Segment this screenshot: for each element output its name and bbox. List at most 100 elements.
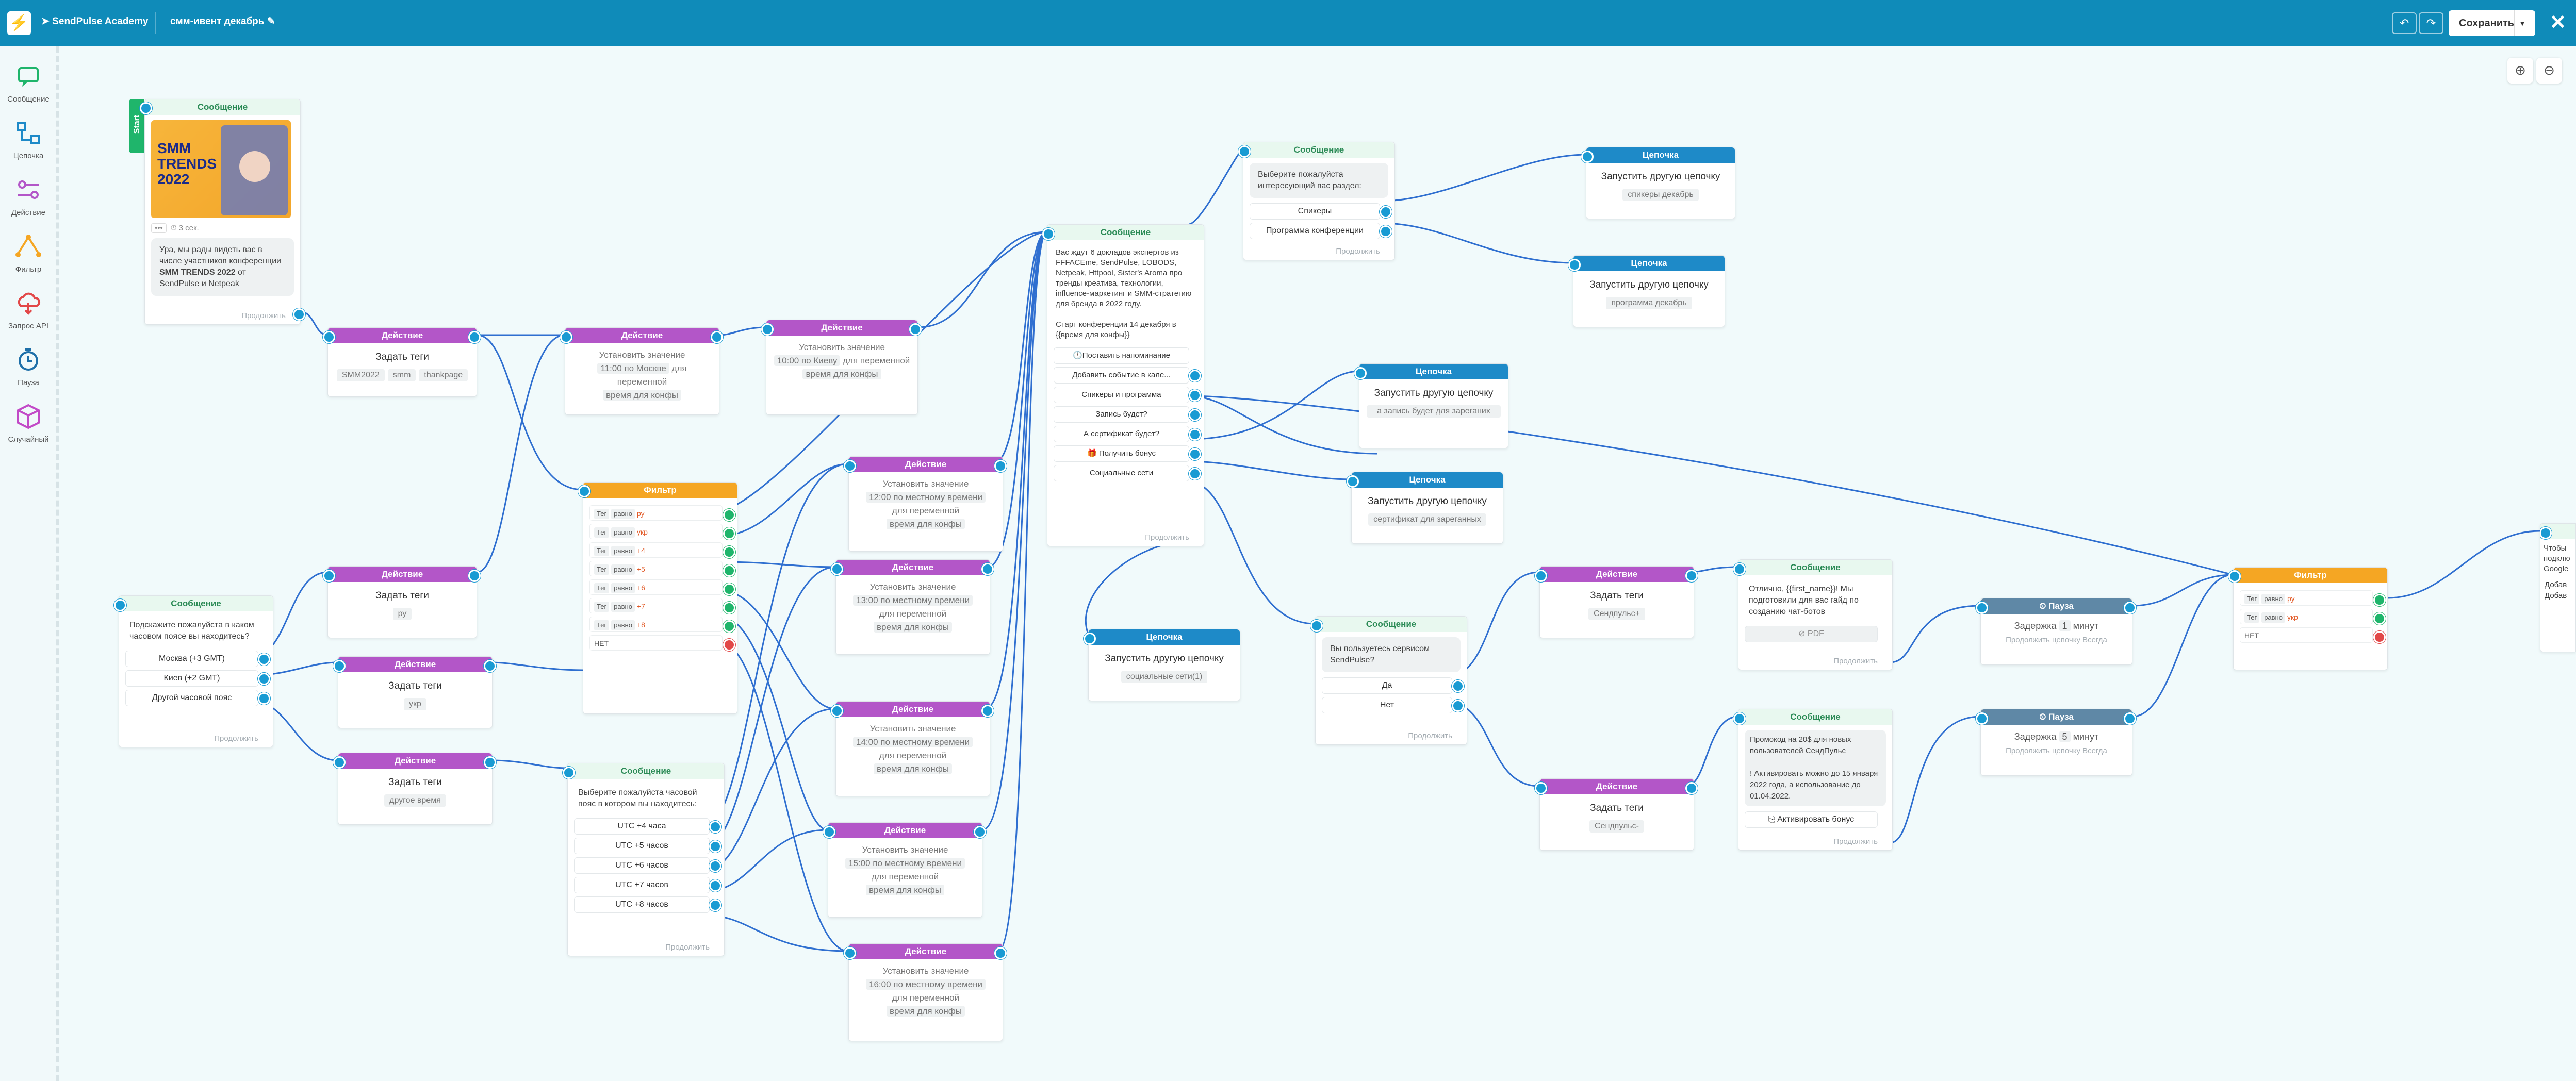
output-port[interactable] bbox=[909, 323, 922, 336]
action-node-tag-other[interactable]: Действие Задать теги другое время bbox=[333, 753, 496, 825]
pause-node-1[interactable]: ⏲ Пауза Задержка 1 минут Продолжить цепо… bbox=[1976, 598, 2136, 665]
utc-message-node[interactable]: Сообщение Выберите пожалуйста часовой по… bbox=[563, 763, 725, 956]
input-port[interactable] bbox=[1976, 712, 1988, 725]
output-port[interactable] bbox=[709, 860, 721, 872]
output-port[interactable] bbox=[484, 756, 496, 769]
tool-action[interactable]: Действие bbox=[0, 174, 57, 217]
output-port[interactable] bbox=[1189, 448, 1201, 460]
chain-node-record[interactable]: Цепочка Запустить другую цепочку а запис… bbox=[1354, 363, 1508, 448]
reply-button-bonus[interactable]: 🎁 Получить бонус bbox=[1054, 445, 1201, 462]
promo-message-node[interactable]: Сообщение Промокод на 20$ для новых поль… bbox=[1733, 709, 1893, 851]
output-port[interactable] bbox=[709, 879, 721, 892]
input-port[interactable] bbox=[1535, 782, 1547, 794]
tool-api[interactable]: Запрос API bbox=[0, 288, 57, 330]
pdf-attachment[interactable]: ⊘ PDF bbox=[1745, 626, 1878, 642]
reply-button-speakers[interactable]: Спикеры и программа bbox=[1054, 387, 1201, 403]
tool-random[interactable]: Случайный bbox=[0, 401, 57, 444]
save-button[interactable]: Сохранить ▼ bbox=[2449, 10, 2535, 36]
reply-button-kyiv[interactable]: Киев (+2 GMT) bbox=[125, 670, 270, 687]
use-sendpulse-message-node[interactable]: Сообщение Вы пользуетесь сервисом SendPu… bbox=[1310, 616, 1467, 745]
more-icon[interactable]: ••• bbox=[151, 223, 167, 233]
output-port[interactable] bbox=[258, 653, 270, 666]
reply-button-other[interactable]: Другой часовой пояс bbox=[125, 690, 270, 706]
tool-chain[interactable]: Цепочка bbox=[0, 118, 57, 160]
output-port[interactable] bbox=[723, 564, 735, 577]
reply-button-yes[interactable]: Да bbox=[1322, 677, 1464, 694]
tool-filter[interactable]: Фильтр bbox=[0, 231, 57, 274]
output-port[interactable] bbox=[711, 331, 723, 343]
output-port[interactable] bbox=[2373, 612, 2386, 625]
reply-button-reminder[interactable]: 🕐Поставить напоминание bbox=[1054, 347, 1189, 364]
output-port[interactable] bbox=[1189, 428, 1201, 441]
reply-button-utc8[interactable]: UTC +8 часов bbox=[574, 896, 721, 913]
zoom-in-button[interactable]: ⊕ bbox=[2507, 58, 2533, 84]
section-message-node[interactable]: Сообщение Выберите пожалуйста интересующ… bbox=[1238, 142, 1395, 260]
output-port[interactable] bbox=[1452, 700, 1464, 712]
output-port[interactable] bbox=[994, 947, 1007, 959]
chain-node-certificate[interactable]: Цепочка Запустить другую цепочку сертифи… bbox=[1347, 472, 1503, 544]
output-port[interactable] bbox=[1452, 680, 1464, 692]
input-port[interactable] bbox=[140, 102, 152, 114]
logo-icon[interactable]: ⚡ bbox=[7, 11, 31, 35]
output-port[interactable] bbox=[468, 331, 481, 343]
output-port[interactable] bbox=[468, 570, 481, 582]
reply-button-utc5[interactable]: UTC +5 часов bbox=[574, 838, 721, 854]
output-port[interactable] bbox=[2124, 712, 2136, 725]
action-node-tag-no[interactable]: Действие Задать теги Сендпульс- bbox=[1535, 778, 1698, 851]
output-port[interactable] bbox=[1685, 782, 1698, 794]
output-port[interactable] bbox=[2124, 602, 2136, 614]
edit-pencil-icon[interactable]: ✎ bbox=[267, 16, 275, 27]
reply-button-speakers[interactable]: Спикеры bbox=[1250, 203, 1392, 220]
pause-node-2[interactable]: ⏲ Пауза Задержка 5 минут Продолжить цепо… bbox=[1976, 709, 2136, 776]
input-port[interactable] bbox=[578, 485, 590, 497]
output-port[interactable] bbox=[723, 583, 735, 595]
output-port[interactable] bbox=[2373, 594, 2386, 606]
reply-button-moscow[interactable]: Москва (+3 GMT) bbox=[125, 651, 270, 667]
zoom-out-button[interactable]: ⊖ bbox=[2536, 58, 2562, 84]
input-port[interactable] bbox=[1535, 570, 1547, 582]
timezone-message-node[interactable]: Сообщение Подскажите пожалуйста в каком … bbox=[114, 595, 273, 747]
input-port[interactable] bbox=[823, 826, 835, 838]
output-port[interactable] bbox=[974, 826, 986, 838]
workspace-breadcrumb[interactable]: ➤ SendPulse Academy bbox=[41, 15, 148, 27]
output-port[interactable] bbox=[1189, 409, 1201, 421]
output-port[interactable] bbox=[723, 602, 735, 614]
input-port[interactable] bbox=[1084, 633, 1096, 645]
chevron-down-icon[interactable]: ▼ bbox=[2514, 10, 2530, 36]
reply-button-utc7[interactable]: UTC +7 часов bbox=[574, 877, 721, 893]
reply-button-utc4[interactable]: UTC +4 часа bbox=[574, 818, 721, 835]
input-port[interactable] bbox=[761, 323, 774, 336]
output-port[interactable] bbox=[994, 460, 1007, 472]
output-port[interactable] bbox=[723, 546, 735, 558]
chain-node-social[interactable]: Цепочка Запустить другую цепочку социаль… bbox=[1084, 629, 1240, 701]
input-port[interactable] bbox=[2228, 570, 2241, 583]
input-port[interactable] bbox=[831, 705, 843, 717]
input-port[interactable] bbox=[323, 331, 335, 343]
input-port[interactable] bbox=[560, 331, 572, 343]
output-port[interactable] bbox=[1189, 370, 1201, 382]
input-port[interactable] bbox=[1354, 367, 1367, 379]
output-port[interactable] bbox=[709, 840, 721, 853]
output-port[interactable] bbox=[1189, 468, 1201, 480]
activate-bonus-button[interactable]: ⎘ Активировать бонус bbox=[1745, 811, 1878, 828]
output-port[interactable] bbox=[258, 692, 270, 705]
input-port[interactable] bbox=[333, 660, 346, 672]
input-port[interactable] bbox=[114, 599, 126, 611]
input-port[interactable] bbox=[1042, 228, 1055, 240]
input-port[interactable] bbox=[831, 563, 843, 575]
input-port[interactable] bbox=[333, 756, 346, 769]
input-port[interactable] bbox=[1568, 259, 1581, 271]
output-port[interactable] bbox=[981, 705, 994, 717]
input-port[interactable] bbox=[1581, 151, 1594, 163]
output-port-no[interactable] bbox=[2373, 631, 2386, 643]
reply-button-utc6[interactable]: UTC +6 часов bbox=[574, 857, 721, 874]
